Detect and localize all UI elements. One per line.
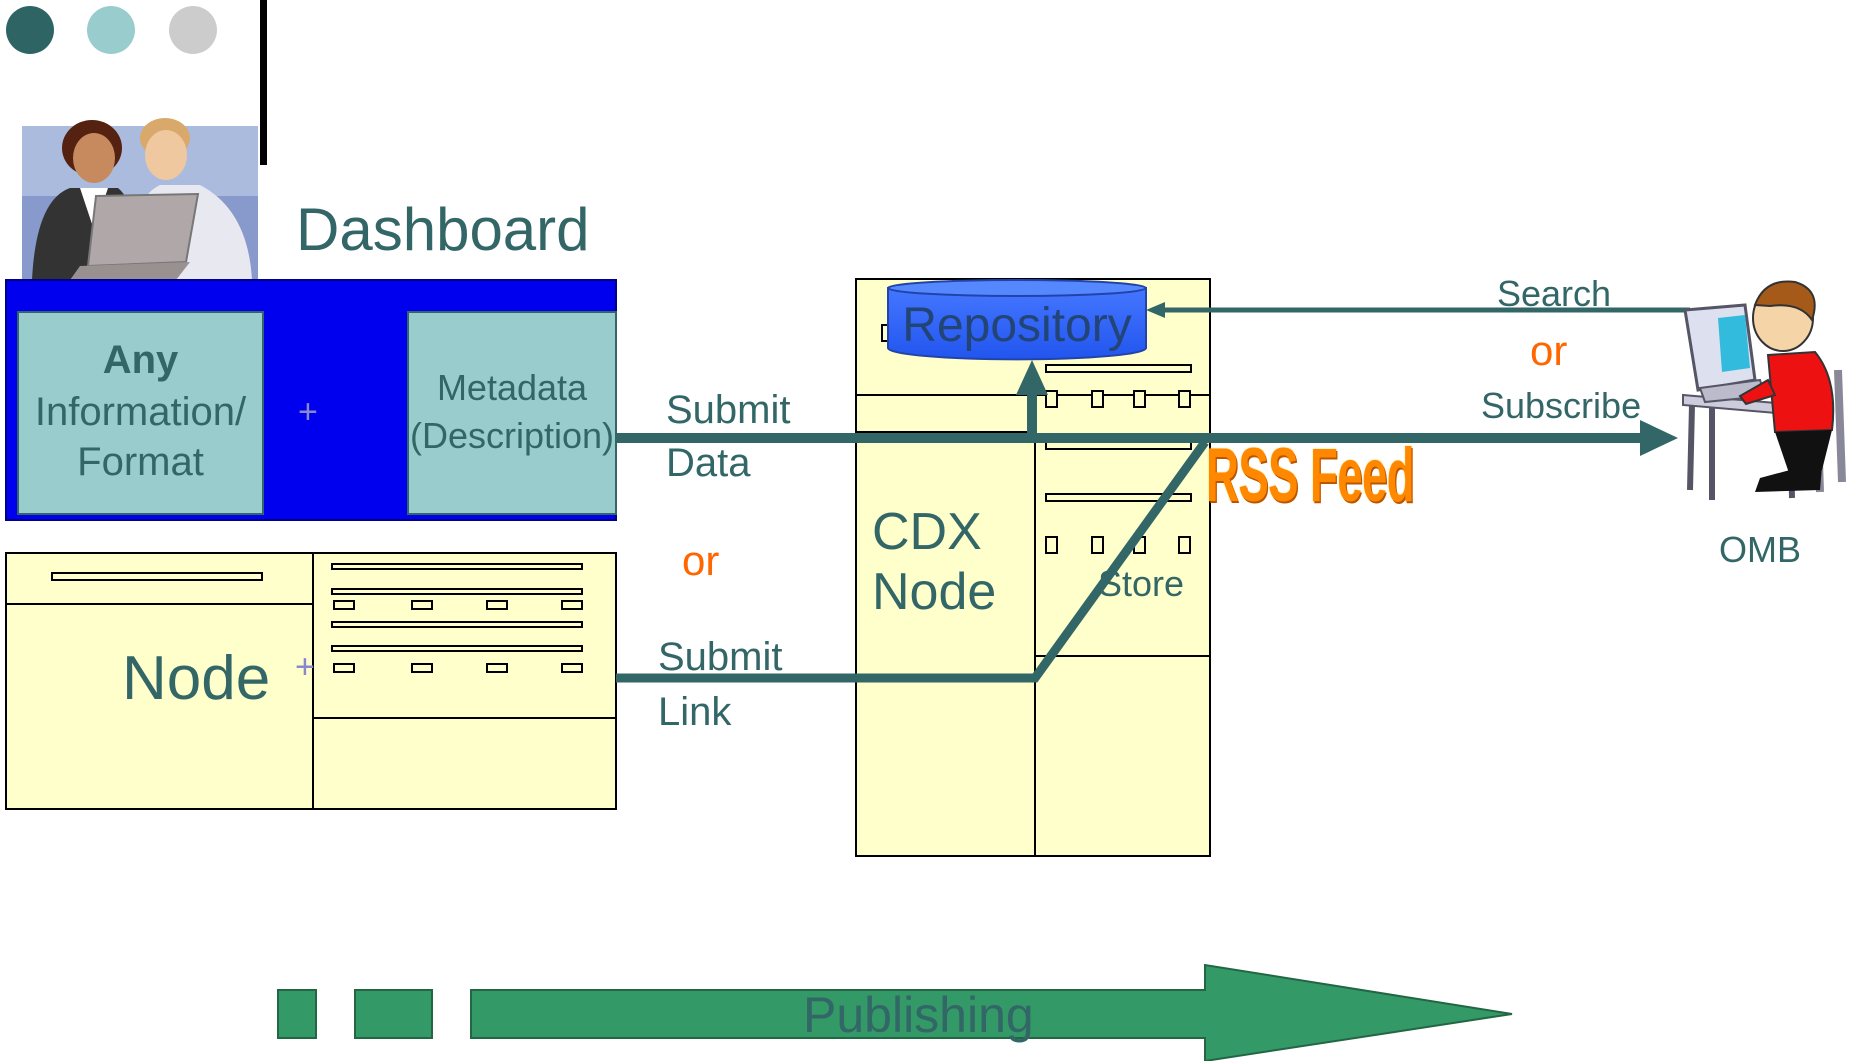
- database-cylinder-icon: [887, 279, 1147, 361]
- decor-dot-dark: [6, 6, 54, 54]
- repository-label: Repository: [902, 299, 1132, 352]
- arrow-to-omb-head: [1640, 420, 1678, 456]
- node-label: Node: [122, 644, 271, 713]
- info-panel: [17, 311, 264, 515]
- omb-label: OMB: [1719, 529, 1802, 570]
- dashboard-plus: +: [298, 393, 318, 431]
- user-computer-icon: [1682, 280, 1846, 500]
- arrow-to-repository-head: [1016, 360, 1048, 395]
- people-laptop-icon: [22, 118, 258, 280]
- dashboard-title: Dashboard: [296, 196, 590, 263]
- submit-link-line1: Submit: [658, 635, 783, 679]
- node-plus: +: [295, 648, 315, 686]
- metadata-panel-line1: Metadata: [436, 367, 588, 408]
- cdx-node-line1: CDX: [872, 503, 982, 561]
- info-panel-line2: Information/: [34, 390, 247, 434]
- metadata-panel-line2: (Description): [409, 415, 615, 456]
- or-right: or: [1530, 327, 1568, 374]
- decor-dot-grey: [169, 6, 217, 54]
- node-box: [5, 552, 617, 810]
- submit-data-line1: Submit: [666, 388, 791, 432]
- publishing-label: Publishing: [803, 987, 1034, 1043]
- info-panel-line3: Format: [77, 440, 204, 484]
- submit-data-line2: Data: [666, 441, 751, 485]
- or-middle: or: [682, 537, 720, 584]
- cdx-node-line2: Node: [872, 563, 997, 621]
- store-label: Store: [1098, 563, 1185, 604]
- publishing-arrow: [277, 963, 1513, 1061]
- submit-link-line2: Link: [658, 690, 732, 734]
- arrow-to-repository-search-head: [1146, 302, 1165, 318]
- decor-dot-light: [87, 6, 135, 54]
- rss-feed-label: RSS Feed: [1206, 433, 1415, 518]
- info-panel-line1: Any: [102, 338, 179, 382]
- subscribe-label: Subscribe: [1481, 385, 1642, 426]
- metadata-panel: [407, 311, 617, 515]
- search-label: Search: [1497, 273, 1612, 314]
- decor-vertical-bar: [260, 0, 267, 165]
- flow-connectors: [616, 307, 1690, 683]
